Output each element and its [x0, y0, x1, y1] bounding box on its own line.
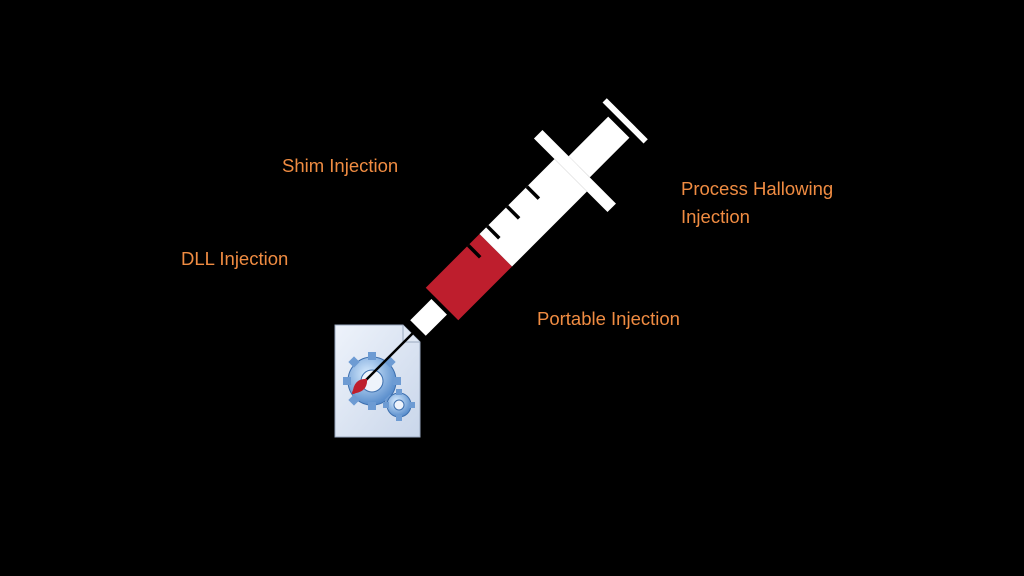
blood-drop: [352, 378, 368, 394]
needle: [360, 327, 419, 386]
syringe-nozzle: [410, 299, 447, 336]
plunger-rod: [568, 116, 630, 178]
syringe-icon: [352, 98, 648, 394]
plunger-cap: [602, 98, 648, 144]
label-portable-injection: Portable Injection: [537, 308, 680, 329]
label-shim-injection: Shim Injection: [282, 155, 399, 176]
gear-file-icon: [334, 324, 421, 438]
syringe-fluid: [425, 233, 513, 321]
label-process-hollowing-line1: Process Hallowing: [681, 178, 834, 199]
syringe-flange: [533, 130, 616, 213]
syringe-barrel: [479, 159, 587, 267]
barrel-ticks: [466, 185, 541, 259]
small-gear-icon: [383, 389, 415, 421]
label-process-hollowing-injection: Process Hallowing Injection: [681, 175, 833, 231]
label-process-hollowing-line2: Injection: [681, 206, 750, 227]
label-dll-injection: DLL Injection: [181, 248, 289, 269]
